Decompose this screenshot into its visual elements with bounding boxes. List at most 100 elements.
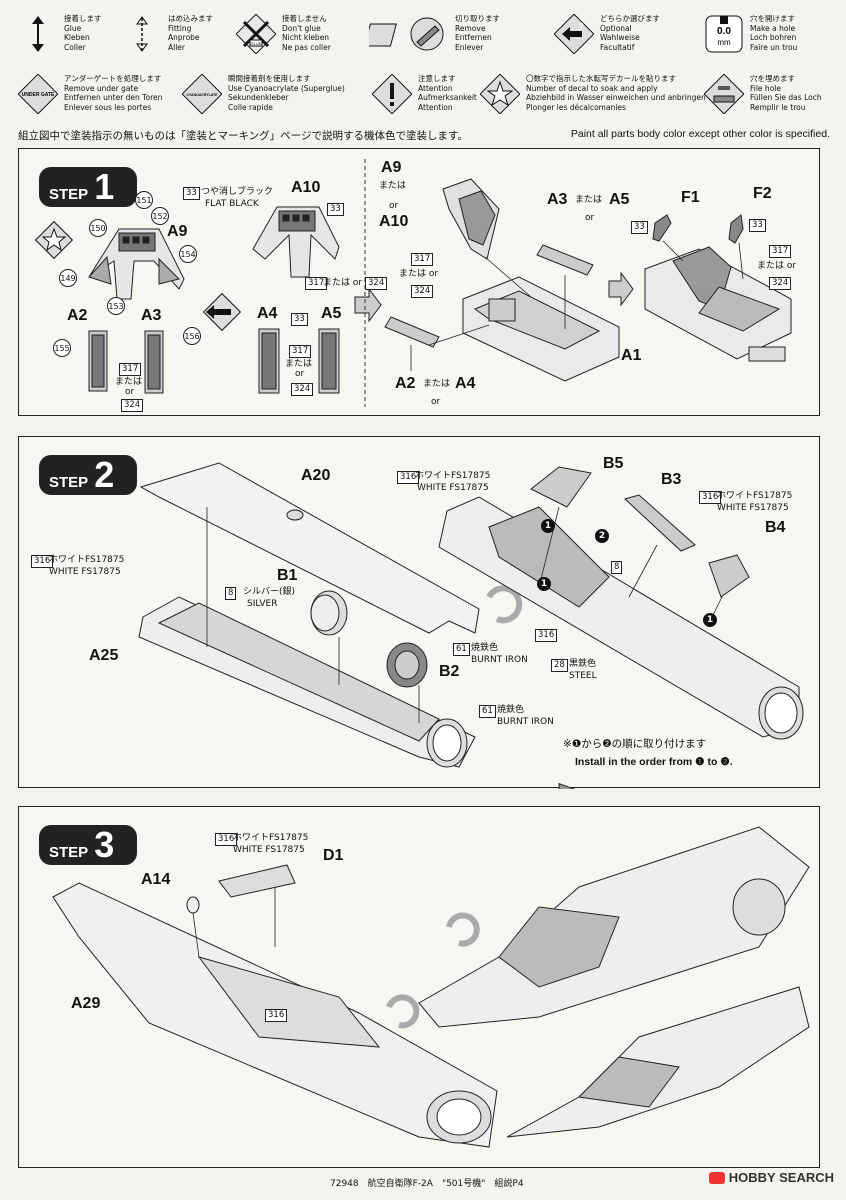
callout-317e: 317 (769, 245, 792, 258)
callout-317: 317 (305, 277, 328, 290)
callout-324d: 324 (411, 285, 434, 298)
part-f1 (652, 214, 672, 242)
label-a4: A4 (257, 305, 278, 322)
silver-jp: シルバー(銀) (243, 587, 296, 597)
label-b3: B3 (661, 471, 682, 488)
paint-note-jp: 組立図中で塗装指示の無いものは「塗装とマーキング」ページで説明する機体色で塗装し… (18, 130, 468, 142)
silver-en: SILVER (247, 599, 278, 609)
part-b3 (624, 494, 696, 552)
decal-156: 156 (183, 327, 201, 345)
callout-33: 33 (183, 187, 200, 200)
callout-61b: 61 (479, 705, 496, 718)
label-b5: B5 (603, 455, 624, 472)
svg-text:UNDER GATE: UNDER GATE (22, 92, 55, 98)
text-mataha3: または (423, 379, 451, 389)
part-a4-console (258, 328, 280, 394)
assembled-cockpit (644, 246, 792, 362)
step-2-drawing (138, 462, 804, 789)
fitting-arrow-icon (136, 16, 148, 52)
callout-33d: 33 (631, 221, 648, 234)
step-1-drawing (34, 159, 792, 407)
callout-317c: 317 (289, 345, 312, 358)
label-a3-b: A3 (547, 191, 568, 208)
decal-150: 150 (89, 219, 107, 237)
callout-324e: 324 (769, 277, 792, 290)
step-arrow-icon (354, 287, 382, 323)
text-or1en: or (389, 201, 399, 211)
decal-star-icon (480, 74, 520, 114)
part-a1-cockpit-tub (462, 276, 620, 382)
svg-text:0.0: 0.0 (717, 26, 731, 37)
text-mataha-e: または or (757, 261, 797, 271)
assembled-fuselage-top-view (418, 826, 810, 1028)
label-a5-b: A5 (609, 191, 630, 208)
order-1-marker-b: 1 (537, 577, 551, 591)
part-a2-console (88, 330, 108, 392)
flat-black-en: FLAT BLACK (205, 199, 259, 209)
page-footer: 72948 航空自衛隊F-2A "501号機" 組説P4 (330, 1179, 524, 1189)
part-a20-upper-fuselage (139, 462, 480, 634)
text-or2: or (585, 213, 595, 223)
callout-8b: 8 (611, 561, 623, 574)
label-a4-b: A4 (455, 375, 476, 392)
text-mataha-c: または (285, 359, 313, 369)
no-glue-icon: GLUE (236, 14, 276, 54)
callout-324c: 324 (291, 383, 314, 396)
svg-text:CYANOACRYLATE: CYANOACRYLATE (187, 93, 219, 97)
label-a1: A1 (621, 347, 642, 364)
glue-arrow-icon (32, 16, 44, 52)
label-a25: A25 (89, 647, 119, 664)
decal-153: 153 (107, 297, 125, 315)
flat-black-jp: つや消しブラック (201, 187, 274, 197)
text-or3: or (431, 397, 441, 407)
under-gate-icon: UNDER GATE (18, 74, 58, 114)
part-b2-burnt-iron-disc (386, 642, 428, 688)
rotate-arrow-icon-b (386, 994, 420, 1029)
text-or-c: or (295, 369, 305, 379)
assembled-forward-fuselage (438, 496, 804, 789)
white-en: WHITE FS17875 (233, 845, 305, 855)
white-en-3: WHITE FS17875 (717, 503, 789, 513)
label-f2: F2 (753, 185, 772, 202)
white-en: WHITE FS17875 (49, 567, 121, 577)
callout-33c: 33 (291, 313, 308, 326)
decal-155: 155 (53, 339, 71, 357)
order-1-marker-c: 1 (703, 613, 717, 627)
callout-8: 8 (225, 587, 237, 600)
part-f2 (728, 214, 744, 244)
callout-61: 61 (453, 643, 470, 656)
text-mataha: または (115, 377, 143, 387)
callout-317b: 317 (119, 363, 142, 376)
label-a10-b: A10 (379, 213, 409, 230)
white-jp-3: ホワイトFS17875 (717, 491, 793, 501)
step-arrow-icon-2 (608, 271, 634, 307)
burnt-jp: 焼鉄色 (471, 643, 499, 653)
paint-note: 組立図中で塗装指示の無いものは「塗装とマーキング」ページで説明する機体色で塗装し… (18, 128, 830, 143)
assembled-fuselage-side-view (506, 986, 810, 1138)
part-b1-silver-disc (310, 590, 348, 636)
callout-28: 28 (551, 659, 568, 672)
label-a5: A5 (321, 305, 342, 322)
callout-316c: 316 (699, 491, 722, 504)
white-en-2: WHITE FS17875 (417, 483, 489, 493)
label-b4: B4 (765, 519, 786, 536)
label-f1: F1 (681, 189, 700, 206)
burnt-en-2: BURNT IRON (497, 717, 554, 727)
remove-icon (369, 17, 444, 51)
callout-324b: 324 (121, 399, 144, 412)
camera-icon (708, 1171, 725, 1184)
callout-33e: 33 (749, 219, 766, 232)
optional-icon: ? (554, 14, 594, 54)
text-or-b: or (125, 387, 135, 397)
order-1-marker: 1 (541, 519, 555, 533)
